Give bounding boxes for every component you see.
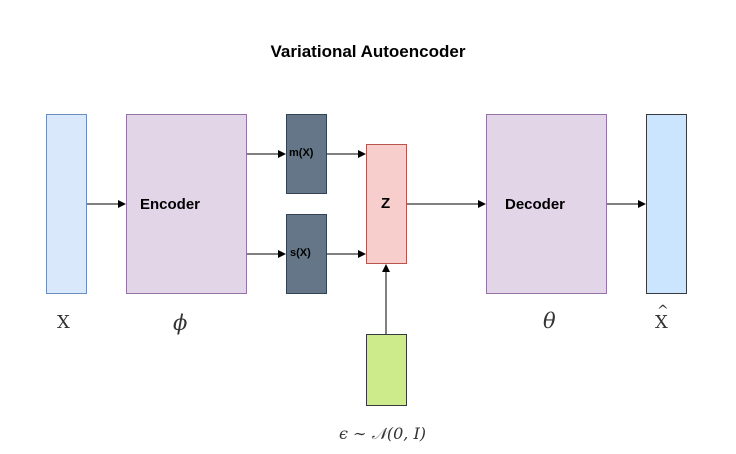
input-x-label: X xyxy=(57,312,70,333)
decoder-block xyxy=(486,114,607,294)
encoder-param-label: ϕ xyxy=(173,311,188,335)
decoder-label: Decoder xyxy=(505,196,566,213)
latent-label: Z xyxy=(381,195,391,212)
encoder-block xyxy=(126,114,247,294)
encoder-label: Encoder xyxy=(140,196,201,213)
output-xhat-block xyxy=(646,114,687,294)
noise-distribution-label: ϵ ∼ 𝒩(0, I) xyxy=(339,424,427,443)
output-xhat-label: X xyxy=(655,312,668,333)
mean-block xyxy=(286,114,327,194)
diagram-title: Variational Autoencoder xyxy=(270,42,466,61)
noise-epsilon-block xyxy=(366,334,407,406)
decoder-param-label: θ xyxy=(543,309,556,333)
std-label: s(X) xyxy=(290,247,311,259)
latent-z-block xyxy=(366,144,407,264)
input-x-block xyxy=(46,114,87,294)
mean-label: m(X) xyxy=(289,147,314,159)
std-block xyxy=(286,214,327,294)
output-xhat-text: X xyxy=(655,312,668,333)
